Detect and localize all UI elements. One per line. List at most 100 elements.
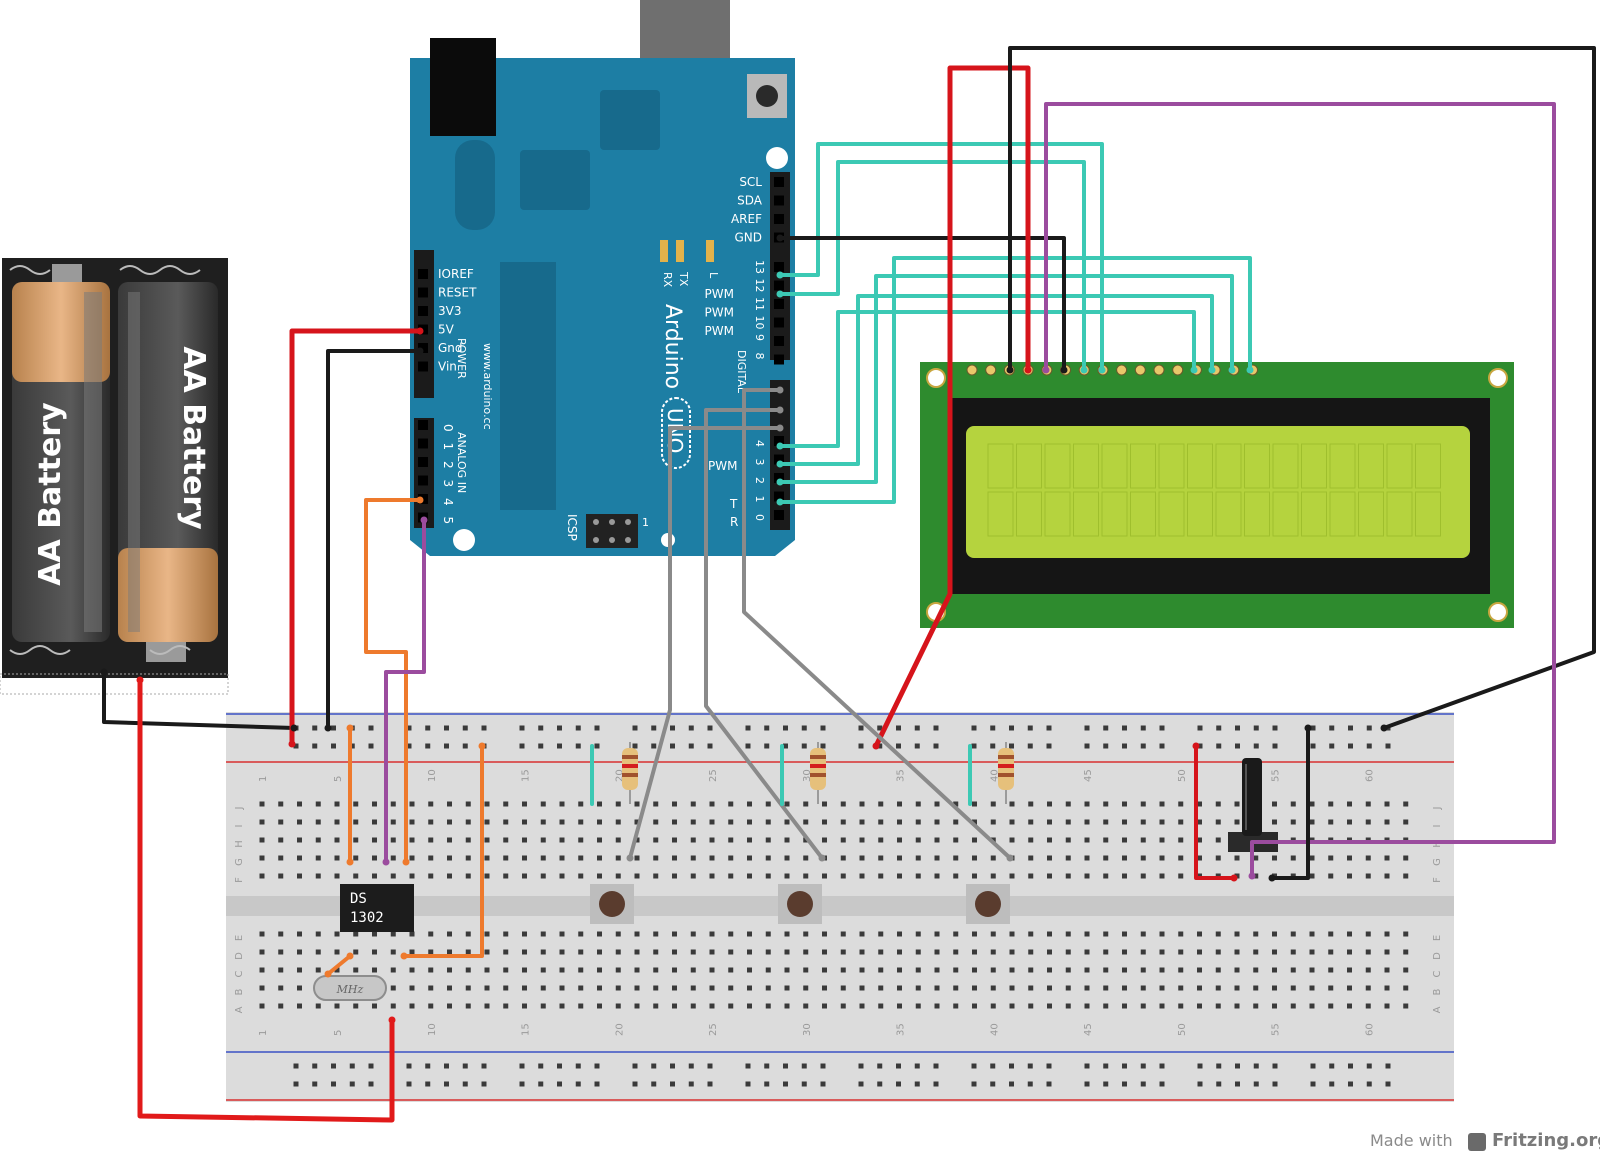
breadboard-hole	[1384, 985, 1390, 991]
pwm-label: PWM	[705, 306, 734, 320]
analog-group-label: ANALOG IN	[455, 432, 468, 493]
breadboard-hole	[597, 967, 602, 973]
breadboard-hole	[372, 967, 377, 973]
column-number: 5	[333, 1030, 344, 1036]
header-socket	[418, 287, 428, 298]
wire-end-cap	[1192, 742, 1200, 750]
breadboard-hole	[1009, 931, 1015, 937]
breadboard-hole	[897, 1003, 902, 1009]
breadboard-hole	[484, 1003, 490, 1009]
mount-hole	[766, 147, 788, 169]
breadboard-hole	[597, 1003, 602, 1009]
breadboard-hole	[990, 819, 996, 825]
breadboard-hole	[1348, 1063, 1353, 1069]
breadboard-hole	[840, 819, 846, 825]
breadboard-hole	[372, 819, 377, 825]
breadboard-hole	[915, 931, 921, 937]
breadboard-hole	[1197, 1063, 1203, 1069]
breadboard-hole	[728, 985, 734, 991]
wire-end-cap	[1230, 874, 1238, 882]
wire-button-1	[742, 388, 1012, 860]
breadboard-hole	[1290, 855, 1296, 861]
breadboard-hole	[783, 1081, 788, 1087]
breadboard-hole	[540, 1003, 546, 1009]
breadboard-hole	[728, 819, 734, 825]
wire-end-cap	[1380, 724, 1388, 732]
breadboard-hole	[1365, 949, 1371, 955]
breadboard-hole	[559, 931, 565, 937]
wire-end-cap	[402, 858, 410, 866]
lcd-char-cell	[1329, 443, 1356, 489]
breadboard-hole	[1028, 855, 1034, 861]
wire-a5-purple	[384, 518, 426, 864]
breadboard-hole	[297, 931, 302, 937]
power-header	[414, 250, 434, 398]
breadboard-hole	[465, 931, 471, 937]
breadboard-hole	[1253, 873, 1259, 879]
breadboard-hole	[353, 967, 359, 973]
breadboard-hole	[990, 873, 996, 879]
breadboard-hole	[1028, 967, 1034, 973]
breadboard-hole	[878, 855, 884, 861]
breadboard-hole	[1047, 837, 1052, 843]
breadboard-hole	[764, 1063, 770, 1069]
breadboard-hole	[353, 837, 359, 843]
breadboard-hole	[559, 819, 565, 825]
header-socket	[418, 361, 428, 372]
breadboard-hole	[372, 855, 377, 861]
breadboard-hole	[765, 931, 771, 937]
breadboard-hole	[278, 855, 284, 861]
mount-hole	[1488, 368, 1508, 388]
wire-end-cap	[1006, 854, 1014, 862]
breadboard-hole	[971, 1081, 977, 1087]
breadboard-hole	[1384, 873, 1390, 879]
breadboard-hole	[1253, 931, 1259, 937]
push-button[interactable]	[590, 884, 634, 924]
breadboard-hole	[1047, 819, 1052, 825]
breadboard-hole	[353, 931, 359, 937]
breadboard-hole	[465, 967, 471, 973]
breadboard-hole	[651, 725, 657, 731]
fritzing-credit: Made with Fritzing.org	[1370, 1130, 1600, 1151]
breadboard-hole	[522, 931, 527, 937]
breadboard-hole	[651, 743, 657, 749]
breadboard-hole	[747, 949, 752, 955]
breadboard-hole	[409, 819, 415, 825]
push-button[interactable]	[966, 884, 1010, 924]
breadboard-hole	[1122, 985, 1127, 991]
lower-pwm-label: PWM	[708, 459, 737, 473]
column-number: 15	[521, 769, 532, 782]
breadboard-hole	[1365, 819, 1371, 825]
lcd-char-cell	[1215, 491, 1242, 537]
breadboard-hole	[503, 819, 509, 825]
wire-button-2	[704, 408, 824, 860]
breadboard-hole	[406, 743, 412, 749]
breadboard-hole	[315, 1003, 321, 1009]
breadboard-hole	[1272, 725, 1278, 731]
breadboard-hole	[297, 1003, 302, 1009]
column-number: 55	[1271, 1023, 1282, 1036]
breadboard-hole	[690, 837, 696, 843]
wire-end-cap	[776, 234, 784, 242]
breadboard-hole	[803, 1003, 809, 1009]
breadboard-hole	[597, 949, 602, 955]
breadboard-hole	[709, 967, 715, 973]
breadboard-hole	[578, 837, 584, 843]
breadboard-hole	[1084, 931, 1090, 937]
breadboard-hole	[990, 725, 996, 731]
breadboard-hole	[990, 931, 996, 937]
breadboard-hole	[953, 985, 959, 991]
breadboard-hole	[897, 985, 902, 991]
digital-top-label: SCL	[739, 175, 762, 189]
breadboard-hole	[1197, 855, 1202, 861]
push-button[interactable]	[778, 884, 822, 924]
breadboard-hole	[312, 1081, 318, 1087]
breadboard-hole	[653, 949, 659, 955]
breadboard-hole	[1290, 949, 1296, 955]
column-number: 5	[333, 776, 344, 782]
breadboard-hole	[353, 801, 359, 807]
breadboard-hole	[368, 1063, 374, 1069]
breadboard-hole	[484, 837, 490, 843]
breadboard-hole	[259, 855, 265, 861]
